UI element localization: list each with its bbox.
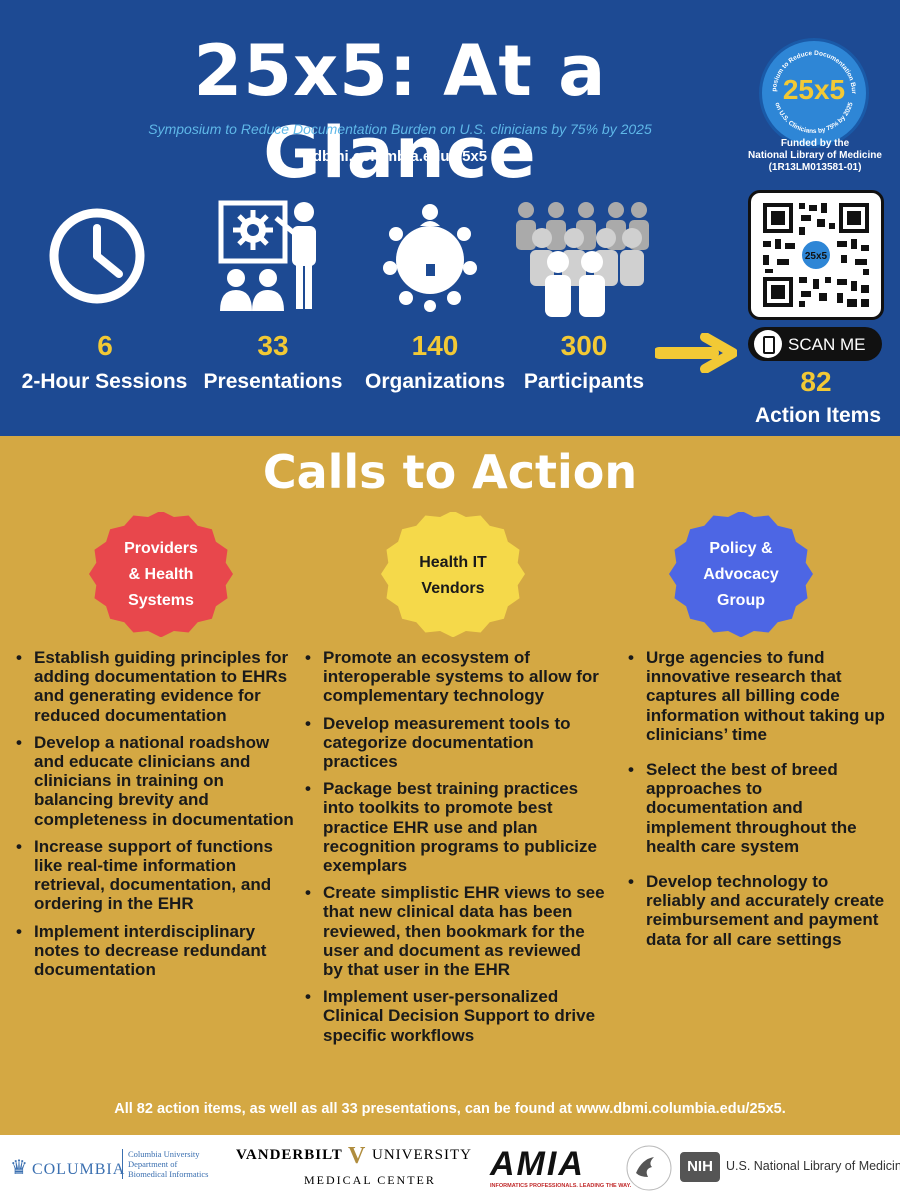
funding-line-2: National Library of Medicine <box>748 150 882 161</box>
policy-seal-shape <box>669 510 813 638</box>
stat-participants-number: 300 <box>560 330 608 361</box>
footer-note: All 82 action items, as well as all 33 p… <box>114 1101 786 1117</box>
clock-icon <box>49 208 145 304</box>
badge-ring-bottom: on U.S. Clinicians by 75% by 2025 <box>773 101 854 135</box>
nih-logo-text: NIH <box>680 1152 720 1182</box>
funding-line-3: (1R13LM013581-01) <box>768 162 862 173</box>
vanderbilt-word-1: VANDERBILT <box>236 1147 343 1163</box>
list-item: Increase support of functions like real-… <box>16 837 304 914</box>
list-item: Develop measurement tools to categorize … <box>305 714 605 772</box>
dbmi-logo: Columbia University Department of Biomed… <box>122 1149 209 1179</box>
dbmi-line-2: Department of <box>128 1159 178 1169</box>
dbmi-line-1: Columbia University <box>128 1149 200 1159</box>
providers-action-list: Establish guiding principles for adding … <box>16 648 304 987</box>
list-item: Urge agencies to fund innovative researc… <box>628 648 886 744</box>
list-item: Implement interdisciplinary notes to dec… <box>16 922 304 980</box>
page-subtitle: Symposium to Reduce Documentation Burden… <box>148 121 652 137</box>
providers-seal-shape <box>89 510 233 638</box>
vendors-seal: Health IT Vendors <box>378 510 528 638</box>
policy-seal-line-1: Policy & <box>709 540 773 557</box>
list-item: Establish guiding principles for adding … <box>16 648 304 725</box>
funding-note: Funded by the National Library of Medici… <box>730 138 900 174</box>
symposium-badge: Symposium to Reduce Documentation Burden… <box>759 38 869 148</box>
policy-seal-line-2: Advocacy <box>703 566 779 583</box>
badge-logo: 25x5 <box>782 74 846 105</box>
vanderbilt-word-2: UNIVERSITY <box>372 1147 472 1163</box>
nlm-logo: NIH U.S. National Library of Medicine <box>680 1152 900 1182</box>
dbmi-line-3: Biomedical Informatics <box>128 1169 209 1179</box>
providers-seal: Providers & Health Systems <box>86 510 236 638</box>
stat-organizations-label: Organizations <box>364 370 506 393</box>
columbia-crown-icon: ♛ <box>10 1157 28 1179</box>
providers-seal-line-2: & Health <box>128 566 194 583</box>
list-item: Develop technology to reliably and accur… <box>628 872 886 949</box>
columbia-logo-text: COLUMBIA <box>31 1161 126 1178</box>
hhs-eagle-icon <box>626 1145 672 1191</box>
list-item: Implement user-personalized Clinical Dec… <box>305 987 605 1045</box>
phone-icon <box>754 330 782 358</box>
presenter-icon <box>218 200 316 311</box>
qr-code[interactable]: 25x5 <box>748 190 884 320</box>
arrow-right-icon <box>655 333 737 373</box>
scan-me-label: SCAN ME <box>788 335 866 354</box>
stat-action-items-number: 82 <box>800 366 832 397</box>
stat-participants-label: Participants <box>523 370 645 393</box>
amia-logo-text: AMIA <box>490 1145 585 1183</box>
funding-line-1: Funded by the <box>780 138 850 149</box>
qr-center-text: 25x5 <box>805 251 828 262</box>
vendors-seal-shape <box>381 510 525 638</box>
list-item: Develop a national roadshow and educate … <box>16 733 304 829</box>
providers-seal-line-1: Providers <box>124 540 198 557</box>
columbia-logo: ♛ COLUMBIA <box>10 1155 125 1180</box>
vendors-seal-line-1: Health IT <box>419 554 487 571</box>
stat-presentations-number: 33 <box>257 330 289 361</box>
logo-bar: ♛ COLUMBIA Columbia University Departmen… <box>0 1135 900 1200</box>
amia-logo: AMIA INFORMATICS PROFESSIONALS. LEADING … <box>490 1145 631 1195</box>
vanderbilt-logo: VANDERBILT V UNIVERSITY MEDICAL CENTER <box>236 1143 486 1192</box>
list-item: Package best training practices into too… <box>305 779 605 875</box>
network-icon <box>383 204 477 312</box>
stat-sessions-label: 2-Hour Sessions <box>21 370 188 393</box>
svg-text:on U.S. Clinicians by 75% by 2: on U.S. Clinicians by 75% by 2025 <box>773 101 854 135</box>
stat-organizations-number: 140 <box>411 330 459 361</box>
scan-me-button[interactable]: SCAN ME <box>748 327 882 361</box>
stat-action-items-label: Action Items <box>754 404 882 427</box>
site-url[interactable]: dbmi.columbia.edu/25x5 <box>312 148 488 165</box>
providers-seal-line-3: Systems <box>128 592 194 609</box>
list-item: Select the best of breed approaches to d… <box>628 760 886 856</box>
calls-to-action-title: Calls to Action <box>262 445 638 499</box>
nlm-logo-text: U.S. National Library of Medicine <box>726 1159 900 1173</box>
amia-tagline: INFORMATICS PROFESSIONALS. LEADING THE W… <box>490 1183 632 1189</box>
badge-ring-text: Symposium to Reduce Documentation Burden… <box>762 41 857 135</box>
crowd-icon <box>516 202 649 317</box>
page-title: 25x5: At a Glance <box>193 30 607 194</box>
policy-seal: Policy & Advocacy Group <box>666 510 816 638</box>
vendors-action-list: Promote an ecosystem of interoperable sy… <box>305 648 605 1053</box>
vanderbilt-word-3: MEDICAL CENTER <box>304 1173 436 1187</box>
qr-code-icon: 25x5 <box>763 203 869 307</box>
list-item: Create simplistic EHR views to see that … <box>305 883 605 979</box>
vanderbilt-v-icon: V <box>348 1143 366 1169</box>
stat-sessions-number: 6 <box>97 330 113 361</box>
policy-seal-line-3: Group <box>717 592 765 609</box>
vendors-seal-line-2: Vendors <box>421 580 485 597</box>
policy-action-list: Urge agencies to fund innovative researc… <box>628 648 886 957</box>
stat-presentations-label: Presentations <box>203 370 343 393</box>
list-item: Promote an ecosystem of interoperable sy… <box>305 648 605 706</box>
